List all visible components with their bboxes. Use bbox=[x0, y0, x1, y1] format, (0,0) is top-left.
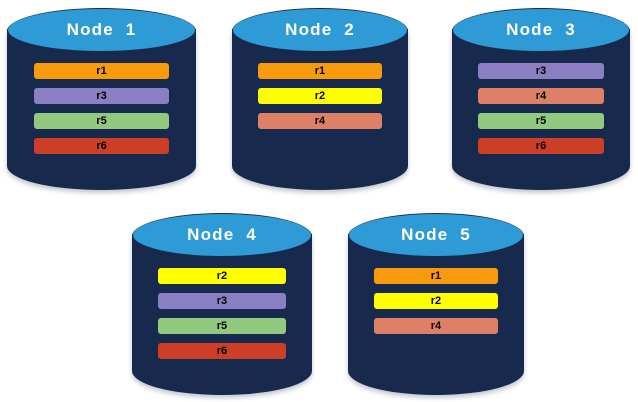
replica-list: r2 r3 r5 r6 bbox=[132, 268, 312, 359]
replica-bar-r4[interactable]: r4 bbox=[477, 88, 605, 104]
cylinder-body bbox=[452, 29, 630, 190]
replica-bar-r3[interactable]: r3 bbox=[477, 63, 605, 79]
replica-bar-r2[interactable]: r2 bbox=[373, 293, 499, 309]
cylinder-body bbox=[132, 234, 312, 395]
replica-bar-r5[interactable]: r5 bbox=[158, 318, 286, 334]
cylinder-top-lid bbox=[8, 9, 195, 51]
node-title-label: Node 3 bbox=[506, 20, 576, 39]
cylinder-body bbox=[348, 234, 524, 395]
replica-bar-r2[interactable]: r2 bbox=[257, 88, 383, 104]
replica-bar-r1[interactable]: r1 bbox=[257, 63, 383, 79]
cylinder-shape bbox=[452, 8, 630, 190]
node-title-label: Node 4 bbox=[187, 225, 257, 244]
replica-bar-r6[interactable]: r6 bbox=[158, 343, 286, 359]
database-node-3[interactable]: Node 3 r3 r4 r5 r6 bbox=[452, 8, 630, 190]
replica-bar-r2[interactable]: r2 bbox=[158, 268, 286, 284]
replica-bar-r4[interactable]: r4 bbox=[373, 318, 499, 334]
cylinder-top-lid bbox=[453, 9, 629, 51]
replica-bar-r3[interactable]: r3 bbox=[34, 88, 169, 104]
replica-bar-r6[interactable]: r6 bbox=[34, 138, 169, 154]
cylinder-shape bbox=[232, 8, 408, 190]
replica-bar-r1[interactable]: r1 bbox=[373, 268, 499, 284]
cylinder-shape bbox=[132, 213, 312, 395]
database-node-2[interactable]: Node 2 r1 r2 r4 bbox=[232, 8, 408, 190]
replica-list: r1 r2 r4 bbox=[232, 63, 408, 129]
replica-bar-r5[interactable]: r5 bbox=[477, 113, 605, 129]
cylinder-top-lid bbox=[233, 9, 407, 51]
replica-bar-r6[interactable]: r6 bbox=[477, 138, 605, 154]
replica-bar-r1[interactable]: r1 bbox=[34, 63, 169, 79]
database-node-4[interactable]: Node 4 r2 r3 r5 r6 bbox=[132, 213, 312, 395]
replica-list: r3 r4 r5 r6 bbox=[452, 63, 630, 154]
cylinder-top-lid bbox=[133, 214, 311, 256]
cylinder-shape bbox=[7, 8, 196, 190]
replica-bar-r3[interactable]: r3 bbox=[158, 293, 286, 309]
node-title-label: Node 1 bbox=[66, 20, 137, 39]
database-node-1[interactable]: Node 1 r1 r3 r5 r6 bbox=[7, 8, 196, 190]
replica-list: r1 r3 r5 r6 bbox=[7, 63, 196, 154]
node-title-label: Node 5 bbox=[401, 225, 471, 244]
cylinder-body bbox=[232, 29, 408, 190]
cylinder-top-lid bbox=[349, 214, 523, 256]
replica-list: r1 r2 r4 bbox=[348, 268, 524, 334]
database-node-5[interactable]: Node 5 r1 r2 r4 bbox=[348, 213, 524, 395]
cylinder-body bbox=[7, 29, 196, 190]
node-title-label: Node 2 bbox=[285, 20, 355, 39]
replica-bar-r4[interactable]: r4 bbox=[257, 113, 383, 129]
cylinder-shape bbox=[348, 213, 524, 395]
replica-bar-r5[interactable]: r5 bbox=[34, 113, 169, 129]
